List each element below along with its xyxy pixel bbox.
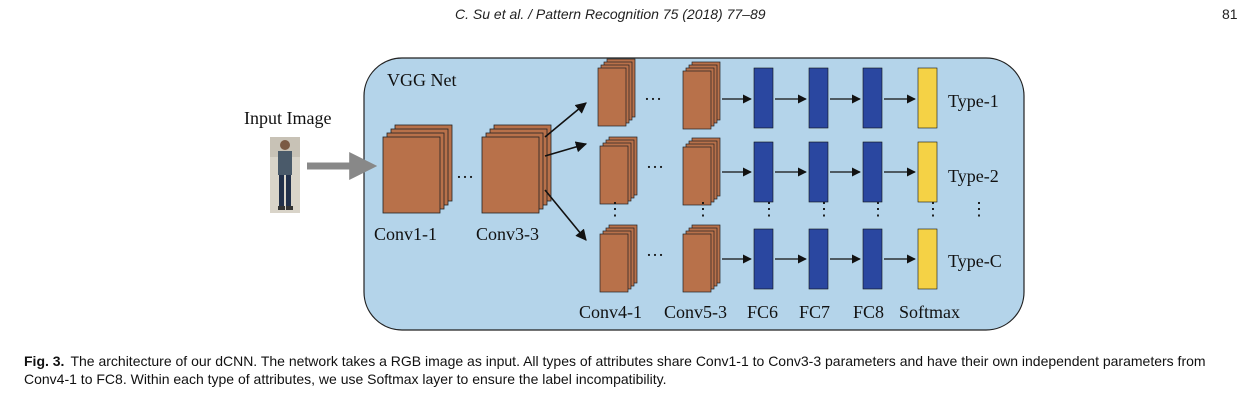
row-1-conv5-3 [682, 61, 721, 130]
row-3-fc8 [862, 228, 883, 290]
svg-text:⋮: ⋮ [924, 199, 942, 219]
output-type-2: Type-2 [948, 166, 999, 186]
row-2-conv4-1 [599, 136, 638, 205]
branch-arrow-2 [544, 141, 588, 157]
row-2-softmax [917, 141, 938, 203]
journal-citation: C. Su et al. / Pattern Recognition 75 (2… [455, 6, 766, 22]
layer-label-conv4-1: Conv4-1 [579, 302, 642, 322]
svg-text:⋮: ⋮ [760, 199, 778, 219]
row-3-fc7 [808, 228, 829, 290]
row-1-fc7 [808, 67, 829, 129]
row-3-fc6 [753, 228, 774, 290]
row-1-fc8 [862, 67, 883, 129]
row-2-fc8 [862, 141, 883, 203]
row-2-fc7 [808, 141, 829, 203]
figure-caption: Fig. 3.The architecture of our dCNN. The… [24, 352, 1229, 388]
row-3-softmax [917, 228, 938, 290]
vertical-dots-row: ⋮ ⋮ ⋮ ⋮ ⋮ ⋮ ⋮ [606, 199, 988, 219]
input-image-label: Input Image [244, 108, 331, 128]
output-type-1: Type-1 [948, 91, 999, 111]
svg-text:⋮: ⋮ [869, 199, 887, 219]
row-2-fc6 [753, 141, 774, 203]
row-1-fc6 [753, 67, 774, 129]
ellipsis-row-2: … [646, 152, 664, 172]
layer-label-conv3-3: Conv3-3 [476, 224, 539, 244]
row-1-conv4-1 [597, 58, 636, 127]
page-number: 81 [1222, 6, 1238, 22]
branch-arrow-3 [544, 189, 587, 241]
layer-label-fc7: FC7 [799, 302, 830, 322]
row-2-conv5-3 [682, 137, 721, 206]
svg-text:⋮: ⋮ [970, 199, 988, 219]
layer-label-fc8: FC8 [853, 302, 884, 322]
caption-text: The architecture of our dCNN. The networ… [24, 353, 1206, 387]
caption-label: Fig. 3. [24, 353, 65, 369]
page-header: C. Su et al. / Pattern Recognition 75 (2… [0, 6, 1248, 26]
branch-arrow-1 [544, 102, 587, 138]
svg-text:⋮: ⋮ [606, 199, 624, 219]
layer-label-softmax: Softmax [899, 302, 960, 322]
svg-text:⋮: ⋮ [815, 199, 833, 219]
row-1-softmax [917, 67, 938, 129]
layer-label-fc6: FC6 [747, 302, 778, 322]
output-type-c: Type-C [948, 251, 1002, 271]
ellipsis-row-1: … [644, 84, 662, 104]
architecture-figure: VGG Net Input Image … Conv1-1 Conv3-3 … [244, 57, 1025, 331]
row-3-conv4-1 [599, 224, 638, 293]
ellipsis-row-3: … [646, 240, 664, 260]
svg-text:⋮: ⋮ [694, 199, 712, 219]
vgg-net-title: VGG Net [387, 70, 457, 90]
conv1-1-stack [382, 124, 453, 214]
conv3-3-stack [481, 124, 552, 214]
layer-label-conv1-1: Conv1-1 [374, 224, 437, 244]
ellipsis-shared: … [456, 162, 474, 182]
row-3-conv5-3 [682, 224, 721, 293]
layer-label-conv5-3: Conv5-3 [664, 302, 727, 322]
input-person-image [270, 137, 300, 213]
